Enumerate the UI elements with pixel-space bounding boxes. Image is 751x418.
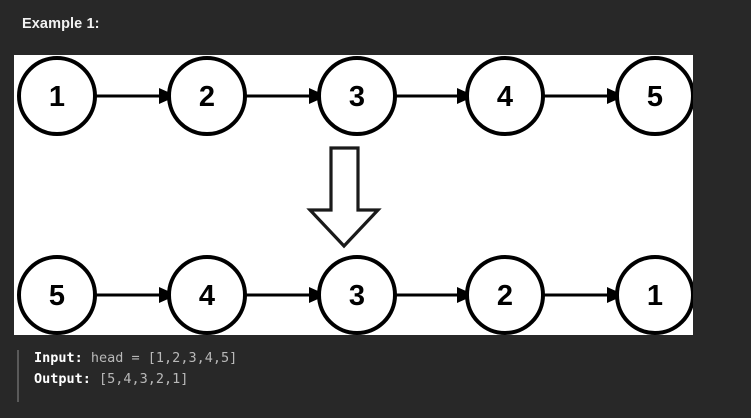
node-value: 2 [497,280,513,312]
list-item: 3 [317,56,397,136]
input-linked-list: 1 2 3 4 5 [17,56,693,136]
node-value: 5 [647,81,663,113]
input-label: Input: [34,350,83,366]
node-value: 4 [497,81,513,113]
node-value: 4 [199,280,215,312]
list-item: 1 [615,255,693,335]
list-item: 5 [17,255,97,335]
node-value: 1 [49,81,65,113]
list-item: 4 [167,255,247,335]
edge-3-2 [395,287,475,303]
list-item: 3 [317,255,397,335]
code-lines: Input: head = [1,2,3,4,5] Output: [5,4,3… [34,348,237,390]
linked-list-diagram: 1 2 3 4 5 [17,56,693,335]
output-label: Output: [34,371,91,387]
output-value: [5,4,3,2,1] [90,371,189,387]
output-line: Output: [5,4,3,2,1] [34,369,237,390]
node-value: 1 [647,280,663,312]
node-value: 5 [49,280,65,312]
list-item: 1 [17,56,97,136]
edge-2-3 [245,88,327,104]
down-block-arrow-icon [306,146,382,249]
node-value: 3 [349,280,365,312]
page-title: Example 1: [22,16,100,32]
node-value: 3 [349,81,365,113]
list-item: 2 [167,56,247,136]
edge-1-2 [95,88,177,104]
edge-5-4 [95,287,177,303]
example-code-block: Input: head = [1,2,3,4,5] Output: [5,4,3… [14,348,737,408]
edge-4-3 [245,287,327,303]
edge-3-4 [395,88,475,104]
input-line: Input: head = [1,2,3,4,5] [34,348,237,369]
edge-2-1 [543,287,625,303]
node-value: 2 [199,81,215,113]
code-accent-bar [17,350,19,402]
input-value: head = [1,2,3,4,5] [82,350,238,366]
list-item: 2 [465,255,545,335]
diagram-panel: 1 2 3 4 5 [14,55,693,335]
output-linked-list: 5 4 3 2 1 [17,255,693,335]
edge-4-5 [543,88,625,104]
list-item: 5 [615,56,693,136]
list-item: 4 [465,56,545,136]
